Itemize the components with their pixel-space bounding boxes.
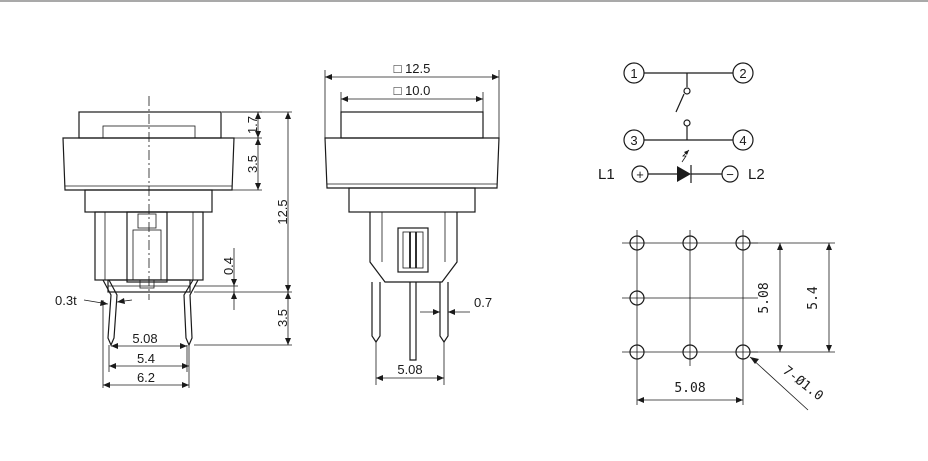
front-view: 1.7 3.5 12.5 0.4 3.5 0.3t 5.08 <box>55 96 292 388</box>
dim-pin-length: 3.5 <box>275 309 290 327</box>
front-pin-right <box>183 279 199 347</box>
footprint-hole <box>629 344 645 360</box>
dim-total-height: 12.5 <box>275 199 290 224</box>
dim-pin-span: 6.2 <box>137 370 155 385</box>
side-cap <box>340 111 484 139</box>
led-label-l1: L1 <box>598 166 615 183</box>
terminal-3-label: 3 <box>630 133 637 148</box>
led-minus-circle <box>721 165 739 183</box>
schematic: 1 2 3 4 L1 + − L2 <box>598 62 765 183</box>
footprint: 5.08 5.4 5.08 7-Ø1.0 <box>622 230 835 411</box>
dim-body-height: 3.5 <box>245 155 260 173</box>
front-body <box>84 189 213 213</box>
led-plus-symbol: + <box>636 167 644 182</box>
dim-cap-width: □ 10.0 <box>394 83 431 98</box>
footprint-hole <box>629 290 645 306</box>
side-window <box>397 227 429 273</box>
footprint-hole <box>629 235 645 251</box>
front-pin-left <box>102 279 118 347</box>
dim-footprint-horizontal-pitch: 5.08 <box>674 381 705 396</box>
dim-pin-thickness: 0.3t <box>55 293 77 308</box>
side-pin-right <box>439 282 449 344</box>
terminal-4-label: 4 <box>739 133 746 148</box>
terminal-1-label: 1 <box>630 66 637 81</box>
side-housing <box>324 137 500 189</box>
dim-gap: 0.4 <box>221 257 236 275</box>
dim-pin-pitch-side: 5.08 <box>397 362 422 377</box>
dim-base-width: 5.4 <box>137 351 155 366</box>
dim-cap-height: 1.7 <box>245 116 260 134</box>
front-cap <box>78 111 222 139</box>
dim-hole-spec: 7-Ø1.0 <box>780 363 826 404</box>
dim-pin-pitch-front: 5.08 <box>132 331 157 346</box>
switch-lever <box>675 93 685 113</box>
led-minus-symbol: − <box>726 167 734 182</box>
footprint-hole <box>682 344 698 360</box>
dim-pin-width: 0.7 <box>474 295 492 310</box>
side-stem <box>369 212 458 283</box>
terminal-2-label: 2 <box>739 66 746 81</box>
side-view: □ 12.5 □ 10.0 0.7 5.08 <box>324 61 500 385</box>
footprint-hole <box>682 235 698 251</box>
dim-footprint-vertical-total: 5.4 <box>806 286 821 310</box>
dim-outer-width: □ 12.5 <box>394 61 431 76</box>
front-plunger <box>126 211 168 283</box>
side-pin-center <box>409 282 417 361</box>
led-diode-symbol <box>677 166 691 182</box>
led-label-l2: L2 <box>748 166 765 183</box>
side-pin-left <box>371 282 381 344</box>
side-body <box>348 187 476 213</box>
front-housing <box>62 137 235 191</box>
dim-footprint-vertical-pitch: 5.08 <box>757 282 772 313</box>
